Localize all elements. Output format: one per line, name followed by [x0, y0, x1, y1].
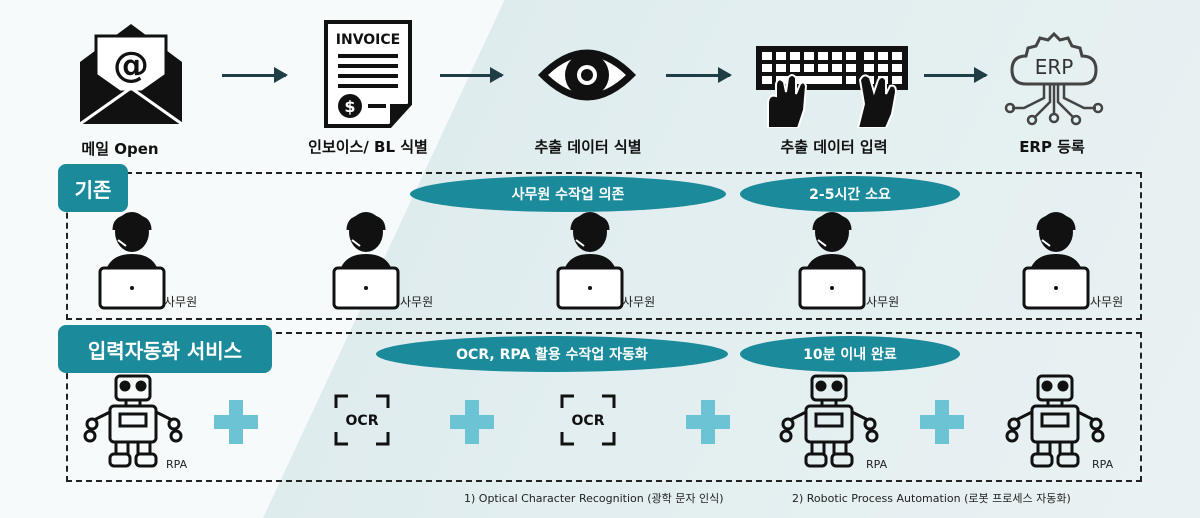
- step-label-identify: 추출 데이터 식별: [534, 138, 642, 156]
- automation-pill-manual: OCR, RPA 활용 수작업 자동화: [376, 336, 728, 372]
- automation-tag: 입력자동화 서비스: [58, 325, 272, 373]
- step-label-erp: ERP 등록: [1019, 138, 1085, 156]
- ocr-text: OCR: [572, 413, 605, 429]
- existing-pill-manual: 사무원 수작업 의존: [410, 176, 726, 212]
- keyboard-icon: [756, 46, 908, 128]
- svg-text:$: $: [344, 97, 355, 116]
- rpa-label: RPA: [166, 458, 188, 471]
- rpa-label: RPA: [866, 458, 888, 471]
- email-icon: @: [79, 24, 183, 126]
- invoice-text: INVOICE: [336, 32, 400, 48]
- robot-icon: [1005, 374, 1105, 468]
- footnote-ocr: 1) Optical Character Recognition (광학 문자 …: [464, 492, 724, 505]
- worker-label: 사무원: [164, 295, 198, 309]
- automation-pill-time: 10분 이내 완료: [740, 336, 960, 372]
- robot-icon: [83, 374, 183, 468]
- ocr-icon: OCR: [334, 394, 390, 446]
- arrow-icon: [440, 67, 504, 83]
- arrow-icon: [666, 67, 732, 83]
- plus-icon: [214, 400, 258, 444]
- step-label-mail: 메일 Open: [81, 140, 159, 158]
- arrow-icon: [222, 67, 288, 83]
- worker-label: 사무원: [866, 295, 900, 309]
- eye-icon: [538, 49, 636, 101]
- office-worker-icon: [332, 212, 400, 310]
- arrow-icon: [924, 67, 988, 83]
- office-worker-icon: [1022, 212, 1090, 310]
- plus-icon: [450, 400, 494, 444]
- svg-text:@: @: [113, 45, 149, 86]
- plus-icon: [686, 400, 730, 444]
- footnote-rpa: 2) Robotic Process Automation (로봇 프로세스 자…: [792, 492, 1071, 505]
- step-label-input: 추출 데이터 입력: [780, 138, 888, 156]
- rpa-label: RPA: [1092, 458, 1114, 471]
- office-worker-icon: [556, 212, 624, 310]
- ocr-text: OCR: [346, 413, 379, 429]
- worker-label: 사무원: [400, 295, 434, 309]
- office-worker-icon: [798, 212, 866, 310]
- robot-icon: [779, 374, 879, 468]
- plus-icon: [920, 400, 964, 444]
- office-worker-icon: [98, 212, 166, 310]
- existing-section-box: [66, 172, 1142, 320]
- existing-tag: 기존: [58, 164, 128, 212]
- automation-section-box: [66, 332, 1142, 482]
- erp-text: ERP: [1035, 55, 1074, 79]
- erp-icon: ERP: [1004, 31, 1104, 126]
- existing-pill-time: 2-5시간 소요: [740, 176, 960, 212]
- ocr-icon: OCR: [560, 394, 616, 446]
- step-label-invoice: 인보이스/ BL 식별: [308, 138, 428, 156]
- invoice-icon: INVOICE $: [324, 20, 412, 128]
- worker-label: 사무원: [622, 295, 656, 309]
- worker-label: 사무원: [1090, 295, 1124, 309]
